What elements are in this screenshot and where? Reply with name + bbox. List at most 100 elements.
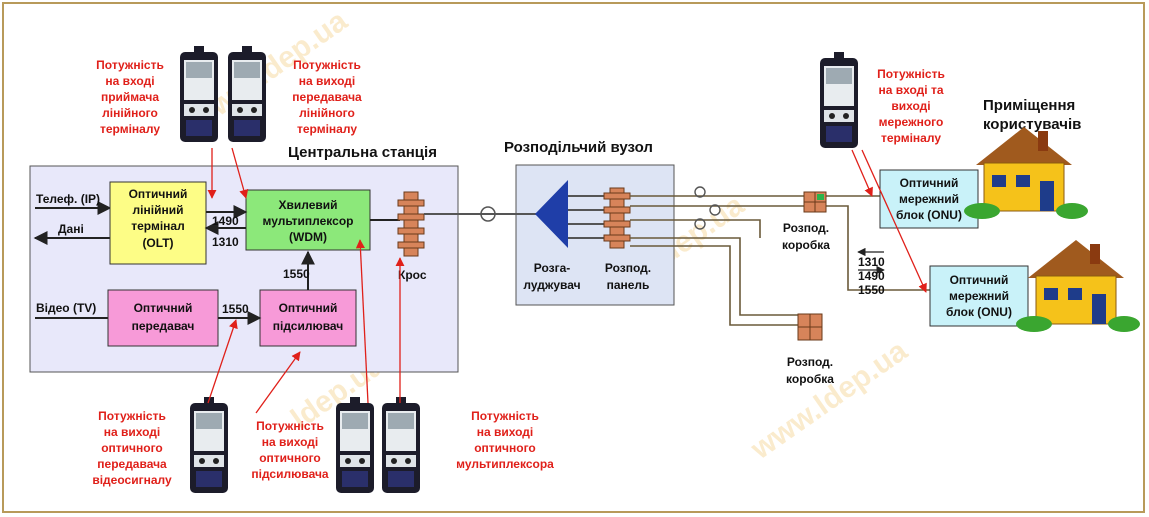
svg-text:лінійного: лінійного (102, 106, 158, 120)
wdm-label: (WDM) (289, 230, 327, 244)
distribution-panel (603, 187, 631, 249)
annotation-rx-olt: Потужність на вході приймача лінійного т… (96, 58, 164, 136)
measurement-lines (207, 147, 927, 414)
svg-text:Потужність: Потужність (877, 67, 945, 81)
olt-label: лінійний (133, 203, 184, 217)
svg-text:приймача: приймача (101, 90, 159, 104)
svg-text:відеосигналу: відеосигналу (92, 473, 172, 487)
svg-text:на вході: на вході (105, 74, 154, 88)
olt-label: (OLT) (142, 236, 173, 250)
svg-text:оптичного: оптичного (101, 441, 163, 455)
distribution-box-2 (797, 313, 823, 341)
central-station-title: Центральна станція (288, 144, 437, 161)
svg-text:передавача: передавача (97, 457, 167, 471)
annotation-mux-out: Потужність на виході оптичного мультипле… (456, 409, 554, 471)
olt-label: термінал (131, 219, 184, 233)
wdm-label: Хвилевий (278, 198, 337, 212)
panel-label: панель (607, 278, 650, 292)
svg-text:на вході та: на вході та (878, 83, 943, 97)
svg-text:на виході: на виході (299, 74, 356, 88)
onu-2-label: мережний (949, 289, 1009, 303)
svg-text:передавача: передавача (292, 90, 362, 104)
central-station-box (29, 165, 459, 373)
power-meter-icon (190, 397, 228, 493)
annotation-tx-video: Потужність на виході оптичного передавач… (92, 409, 172, 487)
svg-text:оптичного: оптичного (474, 441, 536, 455)
power-meter-icon (820, 52, 858, 148)
optical-transmitter-label: передавач (132, 319, 195, 333)
video-input-label: Відео (TV) (36, 301, 96, 315)
wavelength-1490-label: 1490 (212, 214, 239, 228)
optical-amplifier-label: підсилювач (273, 319, 344, 333)
wdm-block (245, 189, 371, 251)
distribution-node-box (515, 164, 675, 306)
svg-text:на виході: на виході (262, 435, 319, 449)
svg-text:Потужність: Потужність (98, 409, 166, 423)
svg-text:мережного: мережного (879, 115, 944, 129)
optical-transmitter-block (107, 289, 219, 347)
onu-1-label: мережний (899, 192, 959, 206)
cross-label: Крос (398, 268, 427, 282)
drop-fiber-loops (694, 186, 721, 230)
annotation-onu-power: Потужність на вході та виході мережного … (877, 67, 945, 145)
onu-2-label: Оптичний (950, 273, 1009, 287)
onu-2-label: блок (ONU) (946, 305, 1012, 319)
svg-text:Потужність: Потужність (256, 419, 324, 433)
fiber-loop (480, 206, 496, 222)
data-input-label: Дані (58, 222, 84, 236)
power-meter-icon (228, 46, 266, 142)
splitter-label: луджувач (523, 278, 580, 292)
optical-amplifier-label: Оптичний (279, 301, 338, 315)
olt-label: Оптичний (129, 187, 188, 201)
onu-wavelengths: 1310 1490 1550 (857, 247, 885, 297)
distribution-box-2-label: коробка (786, 372, 834, 386)
svg-text:на виході: на виході (104, 425, 161, 439)
onu-block-2 (929, 265, 1029, 327)
annotation-amp-out: Потужність на виході оптичного підсилюва… (251, 419, 329, 481)
power-meter-icon (180, 46, 218, 142)
svg-text:підсилювача: підсилювача (251, 467, 329, 481)
olt-block (109, 181, 207, 265)
svg-text:Потужність: Потужність (471, 409, 539, 423)
drop-fibers (630, 195, 930, 326)
distribution-box-2-label: Розпод. (787, 355, 833, 369)
svg-text:терміналу: терміналу (881, 131, 941, 145)
user-premises-title-line2: користувачів (983, 116, 1081, 133)
onu-block-1 (879, 169, 979, 229)
optical-amplifier-block (259, 289, 357, 347)
wavelength-1550-amp-label: 1550 (283, 267, 310, 281)
svg-text:терміналу: терміналу (297, 122, 357, 136)
wavelength-1310-label: 1310 (212, 235, 239, 249)
optical-transmitter-label: Оптичний (134, 301, 193, 315)
panel-label: Розпод. (605, 261, 651, 275)
svg-text:лінійного: лінійного (299, 106, 355, 120)
wdm-label: мультиплексор (262, 214, 353, 228)
distribution-node-title: Розподільчий вузол (504, 139, 653, 156)
distribution-box-1-label: Розпод. (783, 221, 829, 235)
splitter-outputs (568, 195, 604, 239)
splitter (535, 180, 568, 248)
wavelength-1550-tx-label: 1550 (222, 302, 249, 316)
svg-text:на виході: на виході (477, 425, 534, 439)
annotation-tx-olt: Потужність на виході передавача лінійног… (292, 58, 362, 136)
phone-input-label: Телеф. (IP) (36, 192, 100, 206)
user-premises-title-line1: Приміщення (983, 97, 1075, 114)
onu-1-label: блок (ONU) (896, 208, 962, 222)
svg-text:терміналу: терміналу (100, 122, 160, 136)
svg-text:Потужність: Потужність (96, 58, 164, 72)
onu-1550-label: 1550 (858, 283, 885, 297)
splitter-label: Розга- (534, 261, 571, 275)
cross-connect (397, 191, 425, 257)
power-meter-icon (382, 397, 420, 493)
onu-1310-label: 1310 (858, 255, 885, 269)
svg-text:виході: виході (891, 99, 930, 113)
svg-text:мультиплексора: мультиплексора (456, 457, 554, 471)
onu-1490-label: 1490 (858, 269, 885, 283)
svg-text:Потужність: Потужність (293, 58, 361, 72)
distribution-box-1-label: коробка (782, 238, 830, 252)
onu-1-label: Оптичний (900, 176, 959, 190)
power-meter-icon (336, 397, 374, 493)
distribution-box-1 (803, 191, 827, 213)
